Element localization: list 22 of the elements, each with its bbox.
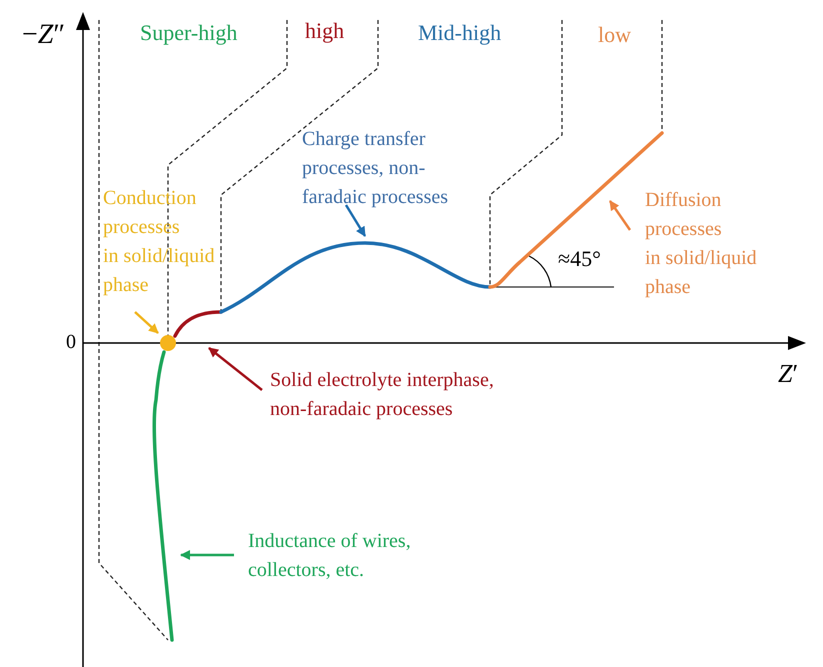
arrow (344, 204, 366, 237)
point-marker (160, 335, 176, 351)
axis-label: −Z″ (22, 18, 66, 52)
arrow (608, 200, 632, 231)
arrow (208, 347, 263, 391)
impedance-curve (152, 350, 174, 642)
axis-label: Z′ (778, 358, 798, 390)
annotation-text: Inductance of wires, collectors, etc. (248, 527, 458, 585)
arrow (134, 311, 159, 334)
band-label: Mid-high (418, 20, 502, 46)
band-label: high (305, 18, 344, 44)
band-label: low (598, 22, 631, 48)
arrow (180, 550, 234, 560)
axis-tick-label: 0 (66, 330, 76, 354)
annotation-text: Solid electrolyte interphase, non-faradaic processes (270, 366, 510, 424)
annotation-text: Diffusion processes in solid/liquid phase (645, 186, 795, 302)
annotation-text: Charge transfer processes, non-faradaic processes (302, 125, 474, 212)
impedance-arc (173, 310, 223, 338)
band-label: Super-high (140, 20, 238, 46)
impedance-curve (219, 241, 492, 314)
angle-label: ≈45° (558, 246, 601, 272)
annotation-text: Conduction processes in solid/liquid phase (103, 184, 253, 300)
